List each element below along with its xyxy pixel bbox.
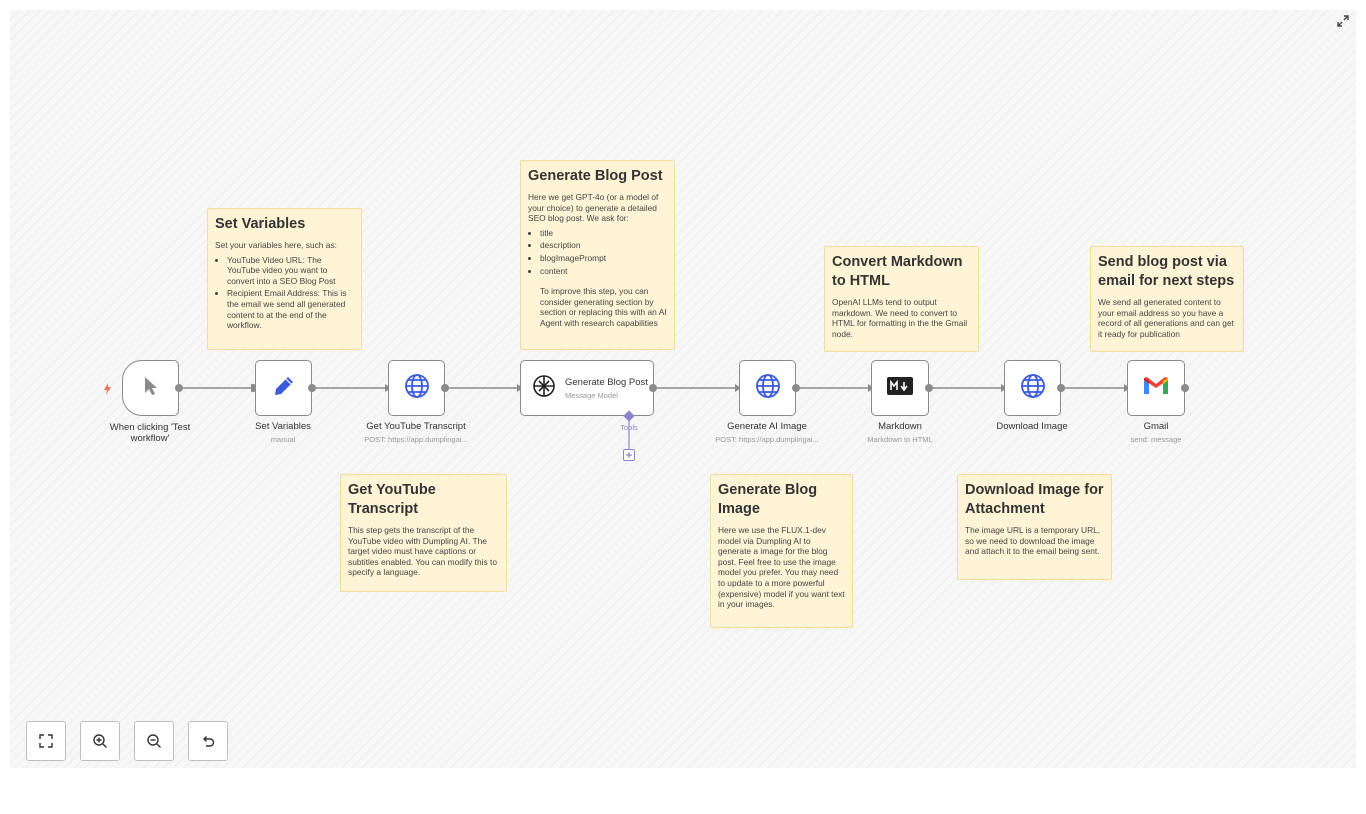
- note-set-variables[interactable]: Set Variables Set your variables here, s…: [207, 208, 362, 350]
- node-subtitle: Markdown to HTML: [867, 435, 933, 444]
- note-download-image[interactable]: Download Image for Attachment The image …: [957, 474, 1112, 580]
- output-handle[interactable]: [441, 384, 449, 392]
- output-handle[interactable]: [308, 384, 316, 392]
- pencil-icon: [271, 373, 297, 404]
- note-convert-markdown[interactable]: Convert Markdown to HTML OpenAI LLMs ten…: [824, 246, 979, 352]
- node-label: Download Image: [996, 421, 1068, 432]
- node-set-variables[interactable]: [255, 360, 312, 416]
- note-title: Convert Markdown to HTML: [832, 254, 963, 289]
- node-subtitle: Message Model: [565, 390, 618, 400]
- reset-zoom-button[interactable]: [188, 721, 228, 761]
- expand-icon[interactable]: [1336, 14, 1350, 28]
- markdown-icon: [887, 376, 913, 400]
- cursor-icon: [141, 375, 161, 402]
- note-body: OpenAI LLMs tend to output markdown. We …: [832, 297, 968, 339]
- output-handle[interactable]: [175, 384, 183, 392]
- note-bullet: Recipient Email Address: This is the ema…: [227, 288, 354, 330]
- output-handle[interactable]: [925, 384, 933, 392]
- output-handle[interactable]: [649, 384, 657, 392]
- add-tool-button[interactable]: [623, 449, 635, 461]
- trigger-bolt-icon: [103, 382, 112, 395]
- note-body: This step gets the transcript of the You…: [348, 525, 497, 578]
- node-gmail[interactable]: [1127, 360, 1185, 416]
- node-subtitle: POST: https://app.dumplingai...: [715, 435, 819, 444]
- zoom-out-icon: [147, 734, 161, 748]
- fit-view-icon: [39, 734, 53, 748]
- note-title: Send blog post via email for next steps: [1098, 254, 1235, 289]
- node-markdown[interactable]: [871, 360, 929, 416]
- openai-icon: [531, 373, 557, 404]
- node-subtitle: POST: https://app.dumplingai...: [364, 435, 468, 444]
- input-handle[interactable]: [251, 384, 255, 392]
- node-generate-ai-image[interactable]: [739, 360, 796, 416]
- note-generate-image[interactable]: Generate Blog Image Here we use the FLUX…: [710, 474, 853, 628]
- node-label: Get YouTube Transcript: [366, 421, 466, 432]
- node-title: Generate Blog Post: [565, 376, 648, 388]
- globe-icon: [1020, 373, 1046, 404]
- note-intro: Set your variables here, such as:: [215, 240, 337, 250]
- note-bullet: title: [540, 228, 667, 239]
- globe-icon: [404, 373, 430, 404]
- tools-label: Tools: [620, 423, 638, 432]
- output-handle[interactable]: [1181, 384, 1189, 392]
- note-bullet: YouTube Video URL: The YouTube video you…: [227, 255, 354, 287]
- note-intro: Here we get GPT-4o (or a model of your c…: [528, 192, 659, 224]
- node-subtitle: send: message: [1130, 435, 1182, 444]
- note-get-transcript[interactable]: Get YouTube Transcript This step gets th…: [340, 474, 507, 592]
- note-bullet: blogImagePrompt: [540, 253, 667, 264]
- node-get-youtube-transcript[interactable]: [388, 360, 445, 416]
- node-subtitle: manual: [270, 435, 296, 444]
- gmail-icon: [1143, 376, 1169, 401]
- plus-icon: [626, 452, 632, 458]
- note-title: Download Image for Attachment: [965, 482, 1104, 517]
- node-label: When clicking 'Test workflow': [109, 422, 191, 444]
- reset-icon: [203, 736, 215, 747]
- node-label: Markdown: [878, 421, 922, 432]
- note-body: Here we use the FLUX.1-dev model via Dum…: [718, 525, 845, 610]
- node-label: Gmail: [1143, 421, 1169, 432]
- output-handle[interactable]: [792, 384, 800, 392]
- zoom-in-icon: [93, 734, 107, 748]
- note-title: Get YouTube Transcript: [348, 482, 436, 517]
- node-download-image[interactable]: [1004, 360, 1061, 416]
- note-after-text: To improve this step, you can consider g…: [540, 286, 667, 328]
- note-generate-blog-post[interactable]: Generate Blog Post Here we get GPT-4o (o…: [520, 160, 675, 350]
- node-manual-trigger[interactable]: [122, 360, 179, 416]
- note-bullet: description: [540, 240, 667, 251]
- note-title: Set Variables: [215, 216, 306, 232]
- globe-icon: [755, 373, 781, 404]
- note-title: Generate Blog Image: [718, 482, 818, 517]
- note-body: We send all generated content to your em…: [1098, 297, 1234, 339]
- node-label: Generate AI Image: [727, 421, 807, 432]
- note-body: The image URL is a temporary URL, so we …: [965, 525, 1101, 557]
- zoom-in-button[interactable]: [80, 721, 120, 761]
- note-title: Generate Blog Post: [528, 168, 663, 184]
- node-label: Set Variables: [255, 421, 311, 432]
- zoom-out-button[interactable]: [134, 721, 174, 761]
- note-bullet: content: [540, 266, 667, 277]
- fit-view-button[interactable]: [26, 721, 66, 761]
- note-send-email[interactable]: Send blog post via email for next steps …: [1090, 246, 1244, 352]
- node-generate-blog-post[interactable]: Generate Blog Post Message Model: [520, 360, 654, 416]
- output-handle[interactable]: [1057, 384, 1065, 392]
